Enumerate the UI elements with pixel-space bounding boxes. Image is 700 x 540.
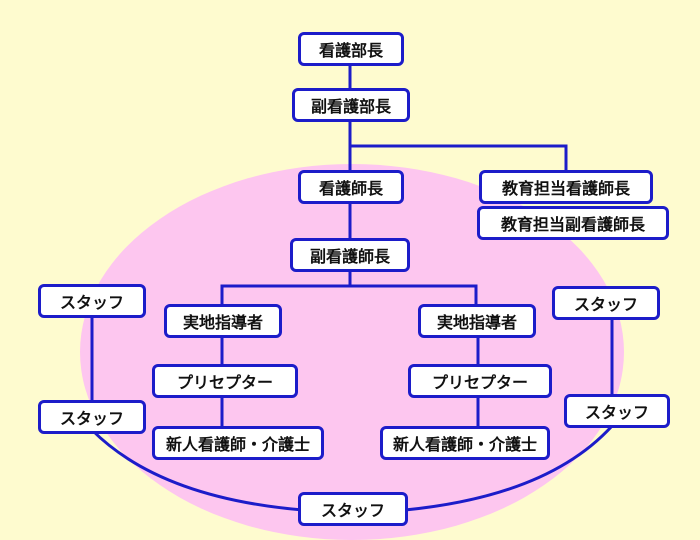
head-nurse-director-box: 看護部長 xyxy=(298,32,404,66)
connector-to-field-instructors xyxy=(220,284,478,304)
deputy-head-nurse-director-box: 副看護部長 xyxy=(292,88,410,122)
new-staff-right-box: 新人看護師・介護士 xyxy=(380,426,550,460)
staff-left-top-box: スタッフ xyxy=(38,284,146,318)
head-nurse-box: 看護師長 xyxy=(298,170,404,204)
education-deputy-head-nurse-box: 教育担当副看護師長 xyxy=(477,206,669,240)
staff-left-bottom-box: スタッフ xyxy=(38,400,146,434)
preceptor-left-box: プリセプター xyxy=(152,364,298,398)
staff-bottom-box: スタッフ xyxy=(298,492,408,526)
new-staff-left-box: 新人看護師・介護士 xyxy=(152,426,324,460)
deputy-head-nurse-box: 副看護師長 xyxy=(290,238,410,272)
connector-deputy-to-education xyxy=(350,144,568,170)
field-instructor-left-box: 実地指導者 xyxy=(164,304,282,338)
preceptor-right-box: プリセプター xyxy=(408,364,552,398)
field-instructor-right-box: 実地指導者 xyxy=(418,304,536,338)
connector-staff-ring xyxy=(90,424,614,512)
staff-right-bottom-box: スタッフ xyxy=(564,394,670,428)
staff-right-top-box: スタッフ xyxy=(552,286,660,320)
education-head-nurse-box: 教育担当看護師長 xyxy=(479,170,653,204)
